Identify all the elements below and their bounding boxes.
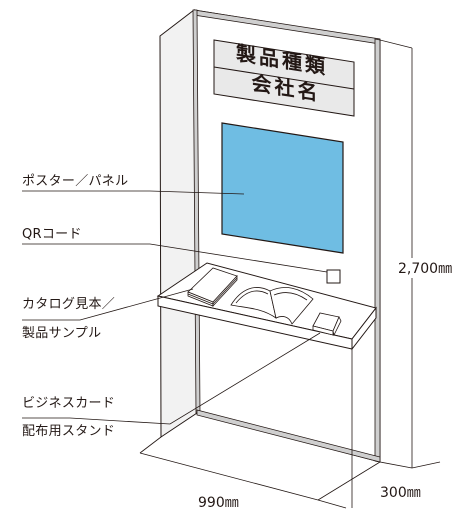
dimension-depth: 300㎜ (380, 482, 421, 502)
frame-right-bar (374, 38, 381, 463)
catalog-stack (187, 267, 238, 308)
label-qr-code: QRコード (22, 227, 82, 242)
label-poster-panel: ポスター／パネル (22, 174, 129, 189)
poster-panel (221, 122, 344, 254)
shelf-right-edge (351, 306, 377, 351)
qr-code-box (326, 269, 341, 284)
label-card-stand-line2: 配布用スタンド (22, 424, 116, 439)
label-card-stand-line1: ビジネスカード (22, 396, 116, 411)
dimension-height: 2,700㎜ (398, 258, 453, 278)
sign-divider (213, 66, 355, 90)
booth-side-panel (159, 8, 198, 438)
dimension-width: 990㎜ (198, 492, 239, 512)
callout-leaders (22, 190, 328, 425)
label-catalog-line2: 製品サンプル (22, 326, 102, 341)
business-card-stand (312, 312, 342, 337)
label-catalog-line1: カタログ見本／ (22, 297, 116, 312)
product-sample-book (230, 287, 314, 325)
